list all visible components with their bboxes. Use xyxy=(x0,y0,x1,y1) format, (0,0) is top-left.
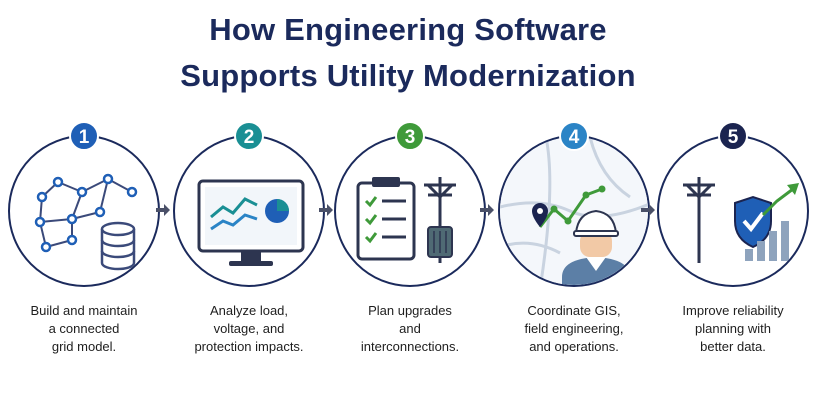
arrow-right-icon xyxy=(319,204,333,216)
step-description-1: Build and maintain a connected grid mode… xyxy=(0,302,174,356)
title-line-1: How Engineering Software xyxy=(209,12,607,47)
step-2-line-1: Analyze load, xyxy=(209,303,289,318)
grid-network-database-icon xyxy=(34,173,138,271)
step-description-3: Plan upgrades and interconnections. xyxy=(320,302,500,356)
arrow-right-icon xyxy=(156,204,170,216)
step-4-line-1: Coordinate GIS, xyxy=(527,303,621,318)
step-circle-1 xyxy=(8,135,160,287)
step-2-line-3: protection impacts. xyxy=(194,339,304,354)
pole-shield-growth-icon xyxy=(683,177,799,263)
step-1-line-1: Build and maintain xyxy=(30,303,138,318)
step-circle-2 xyxy=(173,135,325,287)
step-1-line-3: grid model. xyxy=(51,339,117,354)
step-4-line-3: and operations. xyxy=(529,339,619,354)
step-circle-3 xyxy=(334,135,486,287)
step-2-line-2: voltage, and xyxy=(213,321,285,336)
step-badge-4: 4 xyxy=(559,121,589,151)
arrow-right-icon xyxy=(641,204,655,216)
clipboard-utility-pole-icon xyxy=(356,177,456,263)
step-description-5: Improve reliability planning with better… xyxy=(643,302,816,356)
arrow-right-icon xyxy=(480,204,494,216)
step-badge-1: 1 xyxy=(69,121,99,151)
step-5-line-2: planning with xyxy=(695,321,771,336)
step-circle-5 xyxy=(657,135,809,287)
step-description-2: Analyze load, voltage, and protection im… xyxy=(159,302,339,356)
step-circle-4 xyxy=(498,135,650,287)
step-5-line-1: Improve reliability xyxy=(682,303,784,318)
step-3-line-2: and xyxy=(399,321,421,336)
step-1-line-2: a connected xyxy=(48,321,120,336)
step-3-line-1: Plan upgrades xyxy=(368,303,452,318)
map-field-engineer-icon xyxy=(500,137,648,285)
title-line-2: Supports Utility Modernization xyxy=(180,58,636,93)
step-badge-3: 3 xyxy=(395,121,425,151)
step-badge-2: 2 xyxy=(234,121,264,151)
step-3-line-3: interconnections. xyxy=(360,339,460,354)
step-badge-5: 5 xyxy=(718,121,748,151)
step-4-line-2: field engineering, xyxy=(524,321,624,336)
monitor-analytics-icon xyxy=(197,179,305,266)
step-description-4: Coordinate GIS, field engineering, and o… xyxy=(484,302,664,356)
step-5-line-3: better data. xyxy=(700,339,766,354)
